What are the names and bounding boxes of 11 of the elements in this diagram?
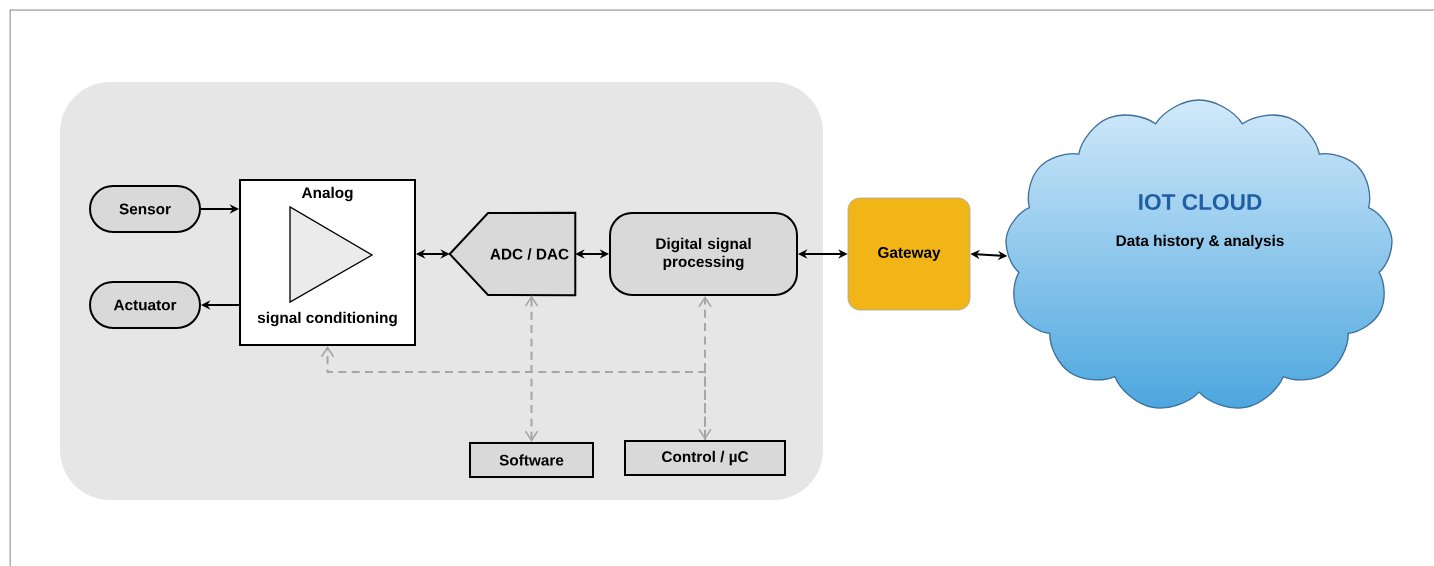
module-box: Software (469, 442, 594, 478)
dashed-arrow (524, 295, 539, 442)
rounded-pill-box: Sensor (89, 185, 201, 233)
gateway-box: Gateway (847, 197, 971, 311)
module-box: Control / µC (624, 440, 786, 476)
rounded-pill-box: Actuator (89, 281, 201, 329)
processing-box: Digital signal processing (609, 212, 798, 296)
conditioning-box: Analog signal conditioning (239, 179, 416, 346)
dashed-arrow (698, 296, 712, 440)
converter-box: ADC / DAC (448, 211, 577, 297)
dashed-arrow (320, 346, 706, 441)
